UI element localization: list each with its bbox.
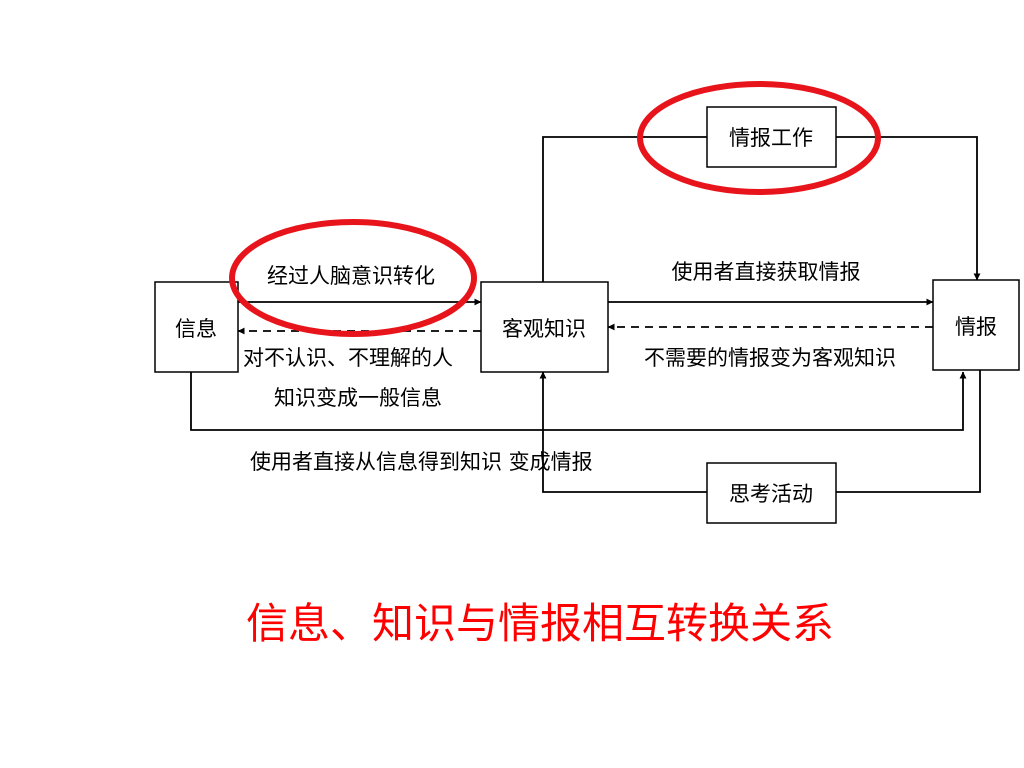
- node-intel: 情报: [932, 279, 1020, 371]
- edge-label-unneeded: 不需要的情报变为客观知识: [644, 346, 896, 370]
- connectors: [190, 136, 981, 493]
- arrow-info-to-intel: [190, 371, 967, 431]
- edge-label-unknown-line2: 知识变成一般信息: [274, 386, 442, 410]
- edge-label-brain: 经过人脑意识转化: [267, 264, 435, 288]
- node-knowledge-label: 客观知识: [502, 317, 586, 341]
- edge-label-unknown-line1: 对不认识、不理解的人: [243, 346, 453, 370]
- arrow-intel-to-knowledge-via-thinking: [543, 370, 981, 493]
- edge-label-from-info: 使用者直接从信息得到知识 变成情报: [250, 450, 593, 474]
- node-info: 信息: [154, 281, 239, 373]
- node-info-label: 信息: [175, 317, 217, 341]
- highlight-ring-intel-work: [637, 81, 881, 195]
- diagram-caption: 信息、知识与情报相互转换关系: [246, 599, 834, 648]
- node-knowledge: 客观知识: [480, 281, 609, 373]
- node-thinking: 思考活动: [706, 462, 837, 524]
- node-intel-work: 情报工作: [706, 106, 837, 168]
- arrow-knowledge-to-intel-via-work: [542, 136, 977, 282]
- edge-label-direct-intel: 使用者直接获取情报: [672, 260, 861, 284]
- node-intel-label: 情报: [955, 315, 997, 339]
- node-intel-work-label: 情报工作: [729, 126, 813, 150]
- highlight-ring-brain: [229, 219, 477, 337]
- node-thinking-label: 思考活动: [729, 482, 813, 506]
- edge-labels: 经过人脑意识转化 使用者直接获取情报 对不认识、不理解的人 知识变成一般信息 不…: [243, 260, 896, 474]
